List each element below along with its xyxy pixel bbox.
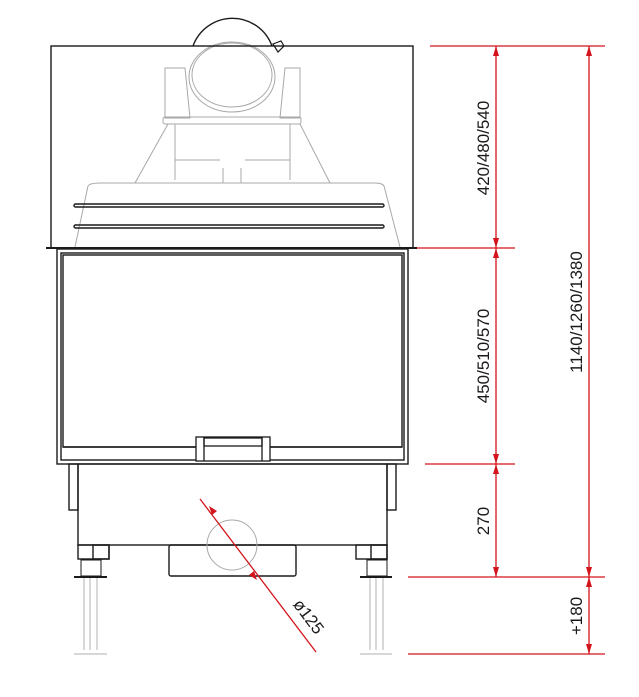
flue-outlet-hidden: [206, 519, 258, 571]
dim-leg-extension: +180: [567, 597, 586, 635]
leg-right[interactable]: [360, 559, 392, 655]
dimension-lines: [199, 45, 605, 655]
flue-collar-hidden: [74, 41, 401, 248]
door-handle[interactable]: [195, 436, 271, 462]
dim-door-height: 450/510/570: [474, 309, 493, 404]
door-frame: [56, 248, 409, 465]
upper-casing: [46, 45, 417, 249]
dim-top-height: 420/480/540: [474, 101, 493, 196]
dim-total-height: 1140/1260/1380: [567, 251, 586, 373]
flue-pipe-outline: [192, 17, 273, 47]
dim-base-height: 270: [474, 507, 493, 535]
leg-left[interactable]: [74, 559, 107, 655]
dim-flue-diameter: ø125: [289, 595, 327, 637]
base-casing: [68, 463, 397, 577]
